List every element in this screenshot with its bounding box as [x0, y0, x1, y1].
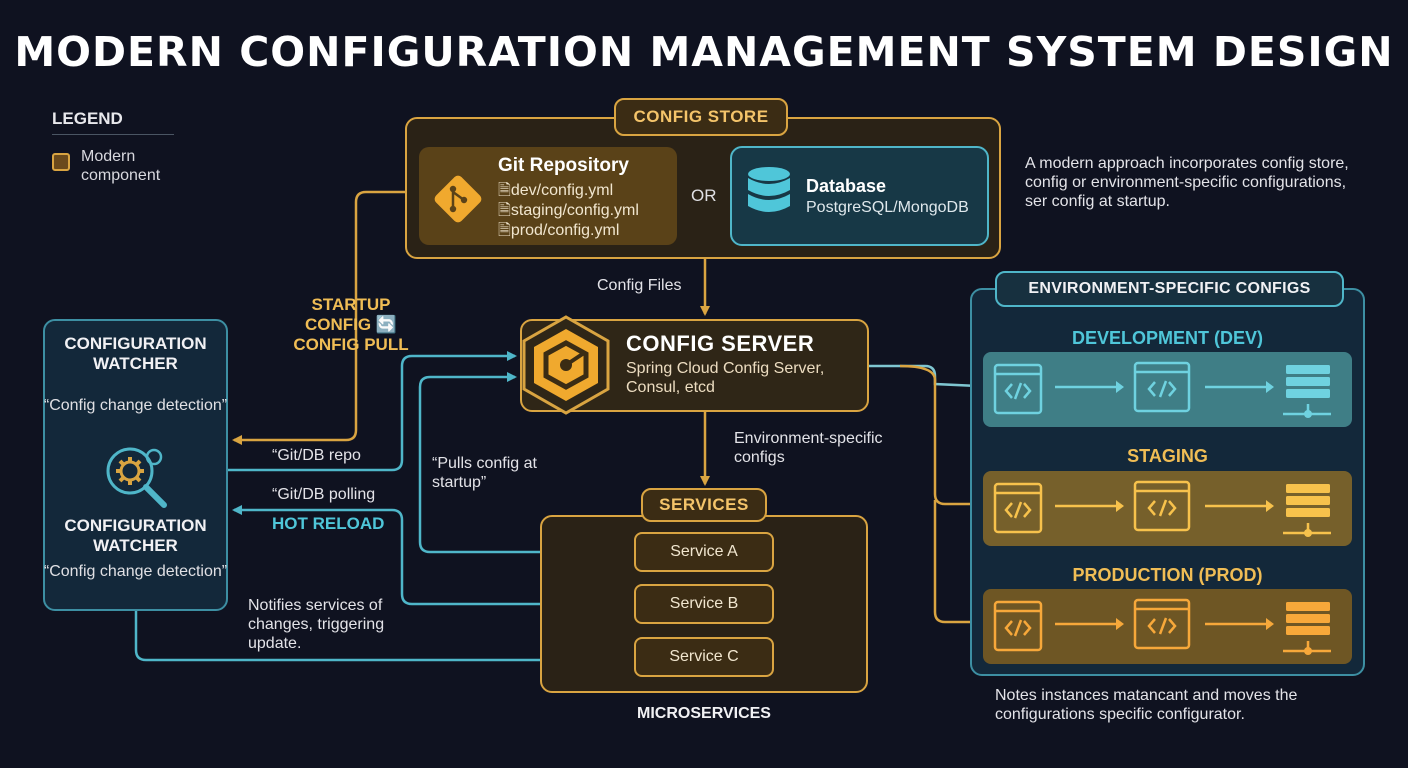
- database-subtitle: PostgreSQL/MongoDB: [806, 199, 969, 216]
- legend-swatch: [52, 153, 70, 171]
- file-icon: 🗎: [498, 202, 511, 219]
- watcher-quote-top: “Config change detection”: [43, 397, 228, 414]
- config-server-icon: [522, 315, 610, 415]
- env-prod-heading: PRODUCTION (PROD): [1072, 565, 1263, 585]
- git-db-repo-label: “Git/DB repo: [272, 447, 361, 464]
- service-to-server-line: [418, 372, 634, 554]
- watcher-title-top: CONFIGURATION WATCHER: [64, 334, 207, 373]
- or-label: OR: [691, 186, 717, 205]
- file-icon: 🗎: [498, 222, 511, 239]
- env-staging-heading: STAGING: [1127, 446, 1208, 466]
- page-title: MODERN CONFIGURATION MANAGEMENT SYSTEM D…: [14, 28, 1394, 76]
- service-b: Service B: [634, 584, 774, 624]
- hot-reload-label: HOT RELOAD: [272, 514, 385, 533]
- store-note: A modern approach incorporates config st…: [1025, 155, 1349, 210]
- notifies-label: Notifies services of changes, triggering…: [248, 597, 385, 652]
- env-dev-flow: [993, 361, 1331, 418]
- file-icon: 🗎: [498, 182, 511, 199]
- env-specific-label: Environment-specific configs: [734, 430, 883, 466]
- watcher-to-service-line: [134, 611, 632, 665]
- database-icon: [748, 167, 790, 212]
- environments-note: Notes instances matancant and moves the …: [995, 687, 1298, 723]
- database-card: [730, 146, 989, 246]
- service-to-watcher-line: [232, 505, 634, 606]
- server-to-prod-line: [933, 500, 980, 627]
- watcher-to-server-line: [228, 351, 517, 472]
- service-a: Service A: [634, 532, 774, 572]
- search-gear-icon: [106, 447, 167, 508]
- env-dev-heading: DEVELOPMENT (DEV): [1071, 328, 1263, 348]
- env-prod-flow: [993, 598, 1331, 655]
- config-server-title: CONFIG SERVER: [626, 331, 815, 356]
- service-c: Service C: [634, 637, 774, 677]
- git-file-staging: 🗎staging/config.yml: [498, 202, 639, 219]
- git-repository-title: Git Repository: [498, 155, 629, 176]
- config-files-label: Config Files: [597, 277, 682, 294]
- legend-item-label: Modern component: [81, 148, 161, 184]
- git-file-dev: 🗎dev/config.yml: [498, 182, 614, 199]
- environment-flow-icons: [993, 361, 1331, 655]
- services-label: SERVICES: [641, 488, 767, 522]
- git-file-prod: 🗎prod/config.yml: [498, 222, 620, 239]
- database-title: Database: [806, 176, 887, 196]
- config-server-subtitle: Spring Cloud Config Server, Consul, etcd: [626, 360, 825, 396]
- env-staging-flow: [993, 480, 1331, 537]
- environments-label: ENVIRONMENT-SPECIFIC CONFIGS: [995, 271, 1344, 307]
- startup-config-label: STARTUP CONFIG 🔄 CONFIG PULL: [293, 295, 409, 354]
- legend-divider: [52, 134, 174, 135]
- store-to-watcher-line: [232, 190, 405, 445]
- watcher-title-bottom: CONFIGURATION WATCHER: [64, 516, 207, 555]
- watcher-quote-bottom: “Config change detection”: [43, 563, 228, 580]
- pulls-config-label: “Pulls config at startup”: [432, 455, 537, 491]
- microservices-label: MICROSERVICES: [637, 705, 771, 722]
- git-icon: [434, 175, 482, 223]
- git-db-polling-label: “Git/DB polling: [272, 486, 376, 503]
- config-store-label: CONFIG STORE: [614, 98, 788, 136]
- legend-title: LEGEND: [52, 109, 123, 128]
- server-to-staging-line: [899, 364, 980, 509]
